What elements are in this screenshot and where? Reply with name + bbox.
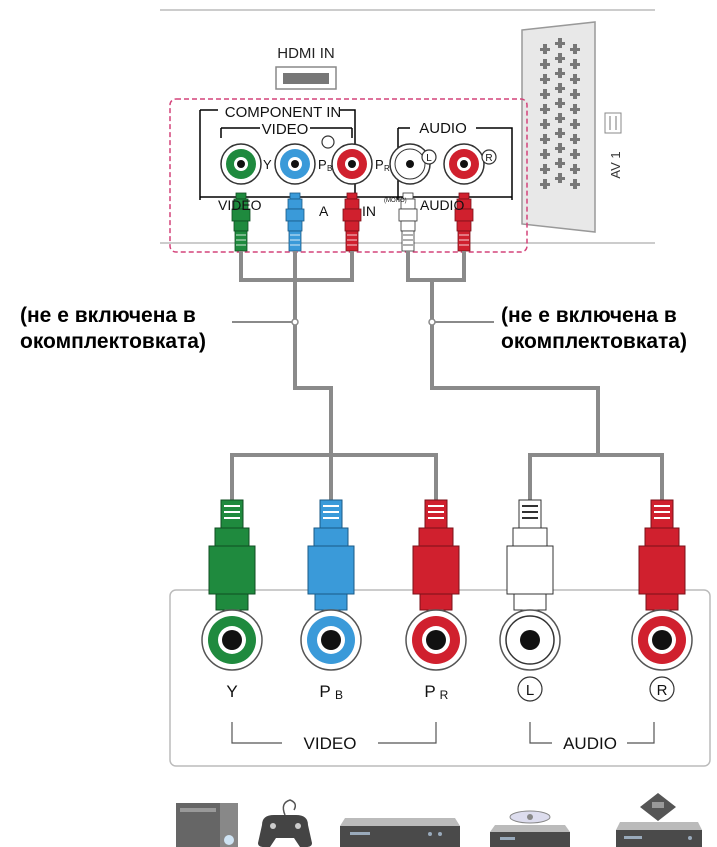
tv-jack-pr [331,143,373,185]
component-audio-label: AUDIO [419,120,467,137]
tv-plug-audio-r [454,192,474,252]
device-l-label: L [526,682,534,699]
audio-r-circle [481,149,497,165]
tv-l-label: L [426,153,432,164]
av-in-video-fragment: VIDEO [218,197,262,213]
device-video-bracket [231,722,437,744]
component-in-highlight [169,98,528,253]
component-in-label: COMPONENT IN [225,104,341,121]
device-y-label: Y [226,682,237,701]
tv-pb-label: P [318,157,327,172]
tv-plug-y [231,192,251,252]
component-video-label: VIDEO [262,121,309,138]
device-plug-audio-r [638,499,686,621]
tv-y-label: Y [263,157,272,172]
tv-pr-label: P [375,157,384,172]
tv-plug-audio-l [398,192,418,252]
device-plug-audio-l [506,499,554,621]
device-pr-sub: R [440,688,449,702]
right-note-line2: окомплектовката) [501,330,687,353]
hdmi-port [275,66,337,90]
device-l-circle [517,676,543,702]
left-note-line2: окомплектовката) [20,330,206,353]
device-pb-label: P [319,682,330,701]
device-jack-pb [300,609,362,671]
tv-pb-sub: B [327,164,332,173]
tv-pr-sub: R [384,164,390,173]
right-note-dot [428,318,436,326]
device-pr-label: P [424,682,435,701]
mono-label: (MONO) [384,198,407,204]
game-controller-icon [258,799,312,847]
device-r-circle [649,676,675,702]
tv-jack-y [220,143,262,185]
av1-label: AV 1 [608,151,623,178]
device-jack-pr [405,609,467,671]
left-note: (не е включена в окомплектовката) [20,303,206,355]
tv-jack-pb [274,143,316,185]
left-note-line1: (не е включена в [20,304,196,327]
device-plug-y [208,499,256,621]
hdmi-in-label: HDMI IN [277,45,335,62]
tv-plug-pr [342,192,362,252]
dvd-player-icon [490,810,570,847]
video-small-jack-icon [321,135,335,149]
tv-r-label: R [485,153,492,164]
tv-jack-audio-l [389,143,431,185]
audio-l-circle [421,149,437,165]
av-in-a-fragment: A [319,203,329,219]
device-jack-audio-l [499,609,561,671]
tv-plug-pb [285,192,305,252]
set-top-box-icon [340,818,460,847]
component-video-cable [230,251,438,500]
pc-tower-icon [176,803,238,847]
device-pb-sub: B [335,688,343,702]
device-plug-pb [307,499,355,621]
right-note: (не е включена в окомплектовката) [501,303,687,355]
video-bracket [220,127,353,138]
device-audio-label: AUDIO [563,734,617,753]
device-r-label: R [657,682,668,699]
audio-cable [406,251,664,500]
device-audio-bracket [529,722,655,744]
av-in-in-fragment: IN [362,203,376,219]
scart-port [521,21,596,233]
device-video-label: VIDEO [304,734,357,753]
av-in-audio-fragment: AUDIO [420,197,464,213]
scart-direction-icon [604,112,622,134]
device-plug-pr [412,499,460,621]
tv-jack-audio-r [443,143,485,185]
vcr-icon [616,793,702,847]
device-jack-y [201,609,263,671]
left-note-dot [291,318,299,326]
device-jack-audio-r [631,609,693,671]
right-note-line1: (не е включена в [501,304,677,327]
